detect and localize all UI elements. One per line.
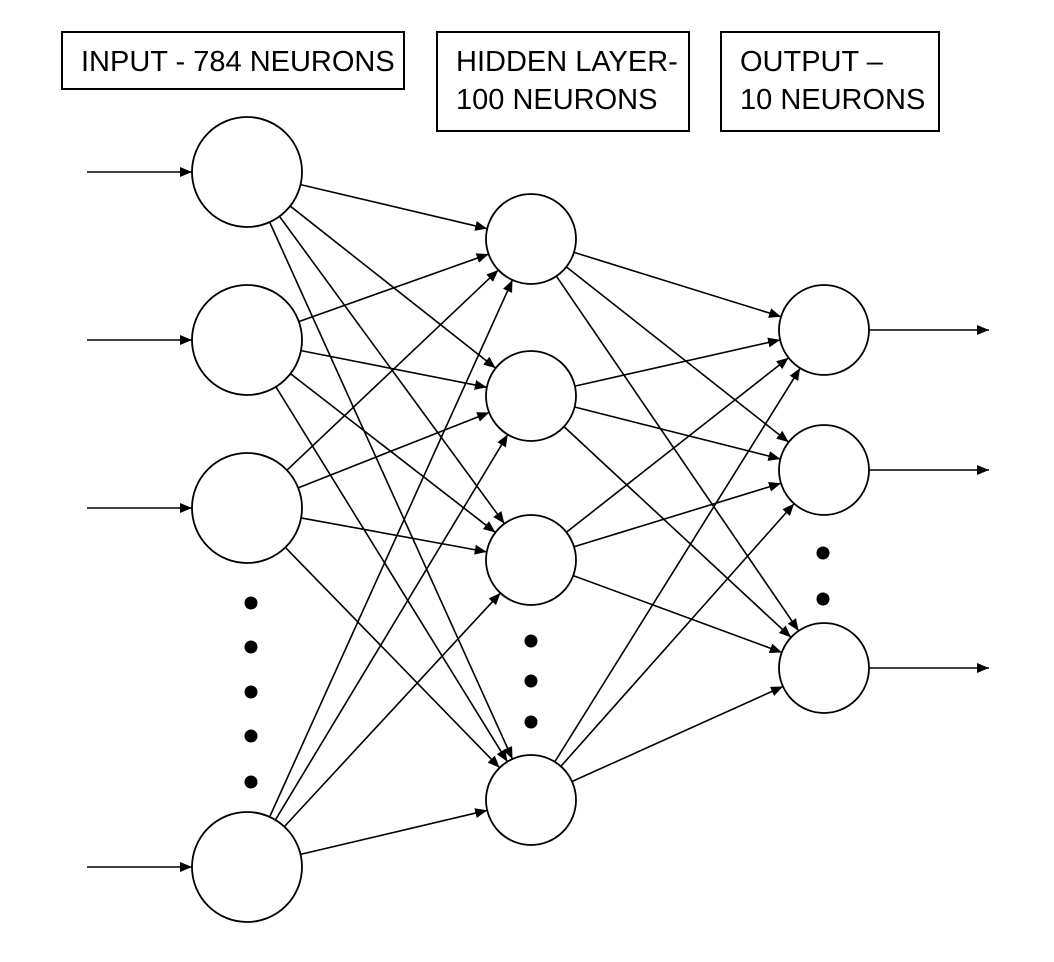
hidden-label-line-1: HIDDEN LAYER- <box>456 46 678 78</box>
connection-input-0-hidden-3 <box>268 221 514 760</box>
output-label-line-2: 10 NEURONS <box>740 84 926 116</box>
output-neuron-2 <box>778 622 870 714</box>
output-neuron-0 <box>778 284 870 376</box>
connection-input-1-hidden-2 <box>289 373 496 534</box>
output-label-line-1: OUTPUT – <box>740 46 883 78</box>
connection-input-1-hidden-3 <box>275 386 509 763</box>
connection-hidden-0-output-1 <box>565 266 790 443</box>
input-neuron-0 <box>191 116 303 228</box>
connection-hidden-1-output-2 <box>563 426 792 638</box>
hidden-neuron-3 <box>485 754 577 846</box>
input-neuron-1 <box>191 284 303 396</box>
connection-input-2-hidden-2 <box>300 517 487 555</box>
output-neuron-1 <box>778 424 870 516</box>
input-ellipsis-dot-3 <box>244 729 258 743</box>
hidden-neuron-1 <box>485 350 577 442</box>
connection-input-2-hidden-0 <box>286 269 499 471</box>
connection-input-0-hidden-1 <box>289 205 497 369</box>
input-ellipsis-dot-0 <box>244 596 258 610</box>
hidden-ellipsis-dot-2 <box>524 715 538 729</box>
connection-hidden-1-output-1 <box>574 406 781 461</box>
connection-input-2-hidden-3 <box>284 546 501 769</box>
output-ellipsis-dot-1 <box>816 592 830 606</box>
connection-input-0-hidden-0 <box>300 183 488 231</box>
input-layer-label: INPUT - 784 NEURONS <box>61 31 405 90</box>
connection-input-2-hidden-1 <box>297 411 490 489</box>
hidden-neuron-0 <box>485 193 577 285</box>
connection-input-3-hidden-1 <box>274 434 509 821</box>
connection-input-3-hidden-2 <box>283 592 502 828</box>
hidden-label-line-2: 100 NEURONS <box>456 84 658 116</box>
input-neuron-3 <box>191 811 303 923</box>
connection-hidden-0-output-2 <box>555 275 800 632</box>
connection-hidden-2-output-1 <box>573 481 782 548</box>
input-ellipsis-dot-2 <box>244 685 258 699</box>
output-ellipsis-dot-0 <box>816 546 830 560</box>
connections <box>87 167 989 872</box>
connection-hidden-3-output-0 <box>554 367 801 763</box>
hidden-neuron-2 <box>485 514 577 606</box>
input-neuron-2 <box>191 452 303 564</box>
connection-input-3-hidden-0 <box>268 279 514 818</box>
connection-input-3-hidden-3 <box>300 808 488 856</box>
input-ellipsis-dot-1 <box>244 640 258 654</box>
hidden-ellipsis-dot-0 <box>524 634 538 648</box>
connection-hidden-3-output-1 <box>560 503 795 767</box>
connection-hidden-2-output-0 <box>565 357 790 533</box>
input-label-line-1: INPUT - 784 NEURONS <box>81 46 395 78</box>
connection-hidden-3-output-2 <box>571 685 784 783</box>
connection-hidden-2-output-2 <box>572 574 783 654</box>
connection-hidden-1-output-0 <box>574 337 781 387</box>
hidden-layer-label: HIDDEN LAYER- 100 NEURONS <box>436 31 690 132</box>
connection-input-1-hidden-0 <box>298 253 489 323</box>
connection-hidden-0-output-0 <box>573 251 782 318</box>
ellipsis-dots <box>244 546 830 789</box>
output-layer-label: OUTPUT – 10 NEURONS <box>720 31 940 132</box>
input-ellipsis-dot-4 <box>244 775 258 789</box>
neurons <box>191 116 870 923</box>
hidden-ellipsis-dot-1 <box>524 674 538 688</box>
